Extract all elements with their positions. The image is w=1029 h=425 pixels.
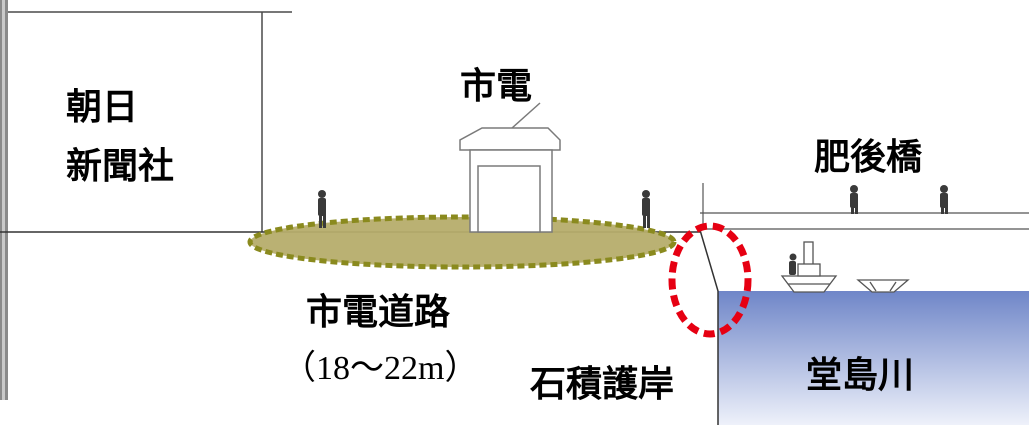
tram-car-icon (459, 102, 561, 233)
pedestrian-icon (642, 190, 650, 228)
tram-label: 市電 (460, 66, 533, 107)
stone-revetment-label: 石積護岸 (530, 364, 675, 405)
pedestrian-icon (850, 185, 858, 214)
tram-road-ellipse-border (247, 214, 677, 270)
tram-road-ellipse (250, 217, 674, 267)
boat-icon (856, 279, 910, 293)
river-water (718, 291, 1029, 425)
stone-revetment-wall (699, 229, 719, 425)
photo-edge-strip-light (2, 0, 5, 400)
dojima-river-label: 堂島川 (806, 355, 915, 396)
higobashi-label: 肥後橋 (814, 137, 923, 178)
pedestrian-icon (318, 190, 326, 228)
person-on-boat-icon (789, 253, 797, 275)
stone-revetment-highlight (668, 222, 752, 338)
road-width-label: （18〜22m） (282, 350, 479, 387)
asahi-building-outline (8, 11, 292, 232)
pedestrian-icon (940, 185, 948, 214)
boat-icon (780, 241, 838, 293)
tram-road-label: 市電道路 (306, 292, 451, 333)
bridge-deck (700, 183, 1029, 230)
asahi-label-line2: 新聞社 (66, 146, 175, 187)
asahi-label-line1: 朝日 (66, 87, 139, 128)
